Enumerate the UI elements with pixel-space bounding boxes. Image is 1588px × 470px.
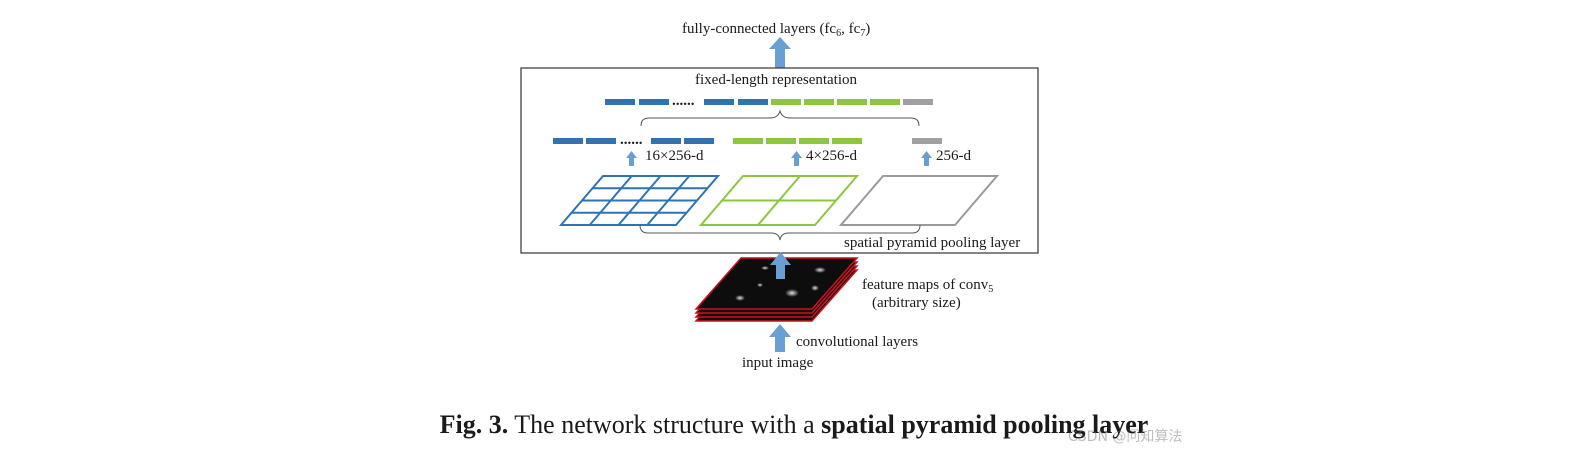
fixed-length-vector: ...... [605, 93, 933, 109]
level-1-arrow [921, 151, 932, 166]
ellipsis-top: ...... [672, 93, 695, 109]
level-16-vector: ...... [553, 132, 714, 148]
spp-layer-box [520, 67, 1039, 254]
feature-maps-stack [694, 257, 859, 322]
figure-caption: Fig. 3. The network structure with a spa… [0, 410, 1588, 440]
pyramid-brace [639, 224, 921, 241]
pyramid-grid-1x1 [838, 175, 1000, 226]
pyramid-grid-4x4 [558, 175, 721, 226]
fc-layers-label: fully-connected layers (fc6, fc7) [682, 21, 870, 39]
caption-bold-term: spatial pyramid pooling layer [821, 410, 1149, 439]
level-4-vector [733, 138, 862, 144]
watermark: CSDN @问知算法 [1068, 429, 1183, 445]
dim-4-label: 4×256-d [806, 148, 857, 164]
level-4-arrow [791, 151, 802, 166]
feature-maps-label: feature maps of conv5 [862, 277, 993, 295]
fixed-length-label: fixed-length representation [695, 72, 858, 88]
caption-text: The network structure with a [508, 410, 822, 439]
level-1-vector [912, 138, 942, 144]
arbitrary-size-label: (arbitrary size) [872, 295, 961, 311]
conv-layers-label: convolutional layers [796, 334, 918, 350]
spp-layer-label: spatial pyramid pooling layer [844, 235, 1020, 251]
input-image-label: input image [742, 355, 814, 371]
ellipsis-mid: ...... [620, 132, 643, 148]
pyramid-grid-2x2 [698, 175, 860, 226]
dim-16-label: 16×256-d [645, 148, 704, 164]
feature-to-spp-arrow [770, 252, 791, 279]
fc-output-arrow [769, 37, 791, 68]
dim-1-label: 256-d [936, 148, 971, 164]
level-16-arrow [626, 151, 637, 166]
figure-number: Fig. 3. [439, 410, 509, 439]
input-arrow [769, 324, 791, 352]
concat-brace [640, 109, 920, 127]
